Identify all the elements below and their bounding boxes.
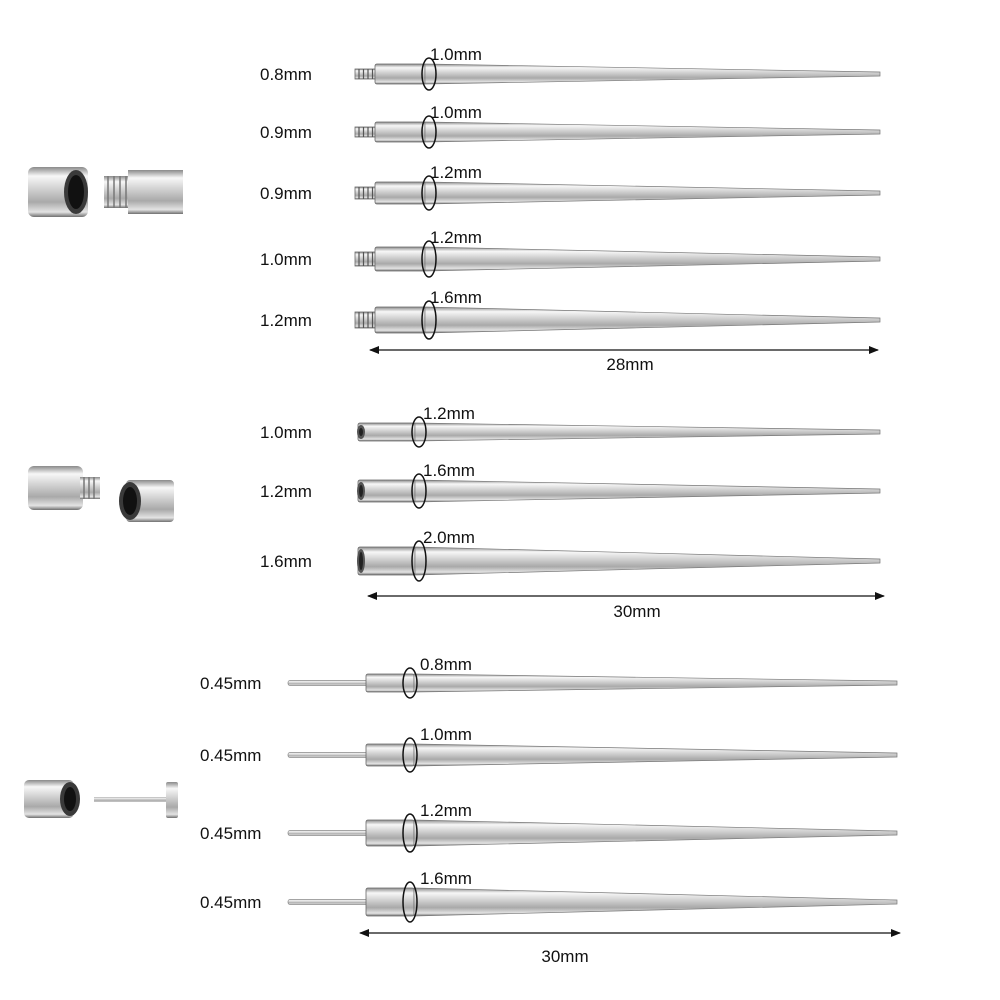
ring-size-label: 2.0mm <box>423 528 475 547</box>
ring-size-marker <box>402 881 418 923</box>
taper-item: 1.6mm 2.0mm <box>260 528 881 582</box>
end-gauge-label: 1.0mm <box>260 423 312 442</box>
ring-size-label: 1.6mm <box>423 461 475 480</box>
ring-size-marker <box>411 416 427 448</box>
end-gauge-label: 0.9mm <box>260 184 312 203</box>
taper-cone <box>424 63 881 85</box>
taper-item: 0.45mm 1.0mm <box>200 725 898 773</box>
taper-barrel <box>374 63 426 85</box>
taper-barrel <box>374 181 426 205</box>
ring-size-marker <box>411 473 427 509</box>
taper-cone <box>414 546 881 576</box>
taper-cone <box>413 673 898 693</box>
barrel-thread-hole <box>359 428 363 436</box>
ring-size-marker <box>402 667 418 699</box>
taper-item: 0.45mm 0.8mm <box>200 655 898 699</box>
end-gauge-label: 0.45mm <box>200 824 261 843</box>
thread-tip <box>354 68 378 80</box>
ring-size-label: 1.6mm <box>420 869 472 888</box>
pin <box>287 752 379 758</box>
ring-size-marker <box>402 813 418 853</box>
taper-barrel <box>365 887 415 917</box>
thread-tip <box>354 126 378 138</box>
ring-size-label: 1.0mm <box>430 45 482 64</box>
barrel-thread-hole <box>359 552 363 570</box>
taper-barrel <box>357 479 416 503</box>
thread-tip <box>354 251 378 267</box>
taper-barrel <box>365 673 415 693</box>
ring-size-label: 1.0mm <box>420 725 472 744</box>
taper-cone <box>414 422 881 442</box>
pin <box>287 830 379 836</box>
length-label: 30mm <box>541 947 588 966</box>
taper-barrel <box>374 121 426 143</box>
taper-item: 0.45mm 1.6mm <box>200 869 898 923</box>
thread-tip <box>354 311 378 329</box>
taper-cone <box>424 181 881 205</box>
taper-item: 1.2mm 1.6mm <box>260 288 881 340</box>
ring-size-marker <box>421 175 437 211</box>
ring-size-label: 1.0mm <box>430 103 482 122</box>
end-gauge-label: 0.45mm <box>200 746 261 765</box>
taper-item: 0.9mm 1.2mm <box>260 163 881 211</box>
ring-size-label: 1.6mm <box>430 288 482 307</box>
end-gauge-label: 1.2mm <box>260 311 312 330</box>
ring-size-label: 1.2mm <box>430 163 482 182</box>
taper-group-pin-insert: 0.45mm 0.8mm 0.45mm 1.0mm 0.45mm 1.2mm 0.45mm 1… <box>200 655 901 966</box>
barrel-thread-hole <box>359 485 363 497</box>
taper-group-internal-thread: 1.0mm 1.2mm 1.2mm 1.6mm 1.6mm 2.0mm 30mm <box>260 404 885 621</box>
end-gauge-label: 0.45mm <box>200 893 261 912</box>
ring-size-marker <box>411 540 427 582</box>
taper-item: 0.9mm 1.0mm <box>260 103 881 149</box>
taper-barrel <box>374 306 426 334</box>
end-gauge-label: 1.2mm <box>260 482 312 501</box>
taper-barrel <box>365 743 415 767</box>
ring-size-marker <box>421 300 437 340</box>
taper-cone <box>424 246 881 272</box>
end-gauge-label: 1.0mm <box>260 250 312 269</box>
taper-item: 1.2mm 1.6mm <box>260 461 881 509</box>
taper-cone <box>413 743 898 767</box>
taper-item: 1.0mm 1.2mm <box>260 404 881 448</box>
end-gauge-label: 0.8mm <box>260 65 312 84</box>
taper-barrel <box>365 819 415 847</box>
taper-barrel <box>357 422 416 442</box>
thumbnail-threaded-connector <box>28 167 183 217</box>
pin <box>287 680 379 686</box>
taper-cone <box>424 306 881 334</box>
taper-group-threaded-tip: 0.8mm 1.0mm 0.9mm 1.0mm 0.9mm 1.2mm 1.0mm 1.2mm… <box>260 45 881 374</box>
taper-cone <box>414 479 881 503</box>
taper-barrel <box>357 546 416 576</box>
pin <box>287 899 379 905</box>
ring-size-label: 1.2mm <box>430 228 482 247</box>
taper-item: 0.8mm 1.0mm <box>260 45 881 91</box>
taper-cone <box>413 819 898 847</box>
end-gauge-label: 1.6mm <box>260 552 312 571</box>
taper-barrel <box>374 246 426 272</box>
length-label: 28mm <box>606 355 653 374</box>
taper-item: 1.0mm 1.2mm <box>260 228 881 278</box>
ring-size-marker <box>421 115 437 149</box>
ring-size-label: 0.8mm <box>420 655 472 674</box>
end-gauge-label: 0.45mm <box>200 674 261 693</box>
thumbnail-internal-thread <box>28 466 174 522</box>
ring-size-marker <box>421 57 437 91</box>
taper-cone <box>413 887 898 917</box>
thread-tip <box>354 186 378 200</box>
thumbnail-pin-insert <box>24 780 178 818</box>
end-gauge-label: 0.9mm <box>260 123 312 142</box>
taper-item: 0.45mm 1.2mm <box>200 801 898 853</box>
ring-size-label: 1.2mm <box>423 404 475 423</box>
taper-cone <box>424 121 881 143</box>
length-label: 30mm <box>613 602 660 621</box>
ring-size-marker <box>402 737 418 773</box>
ring-size-label: 1.2mm <box>420 801 472 820</box>
ring-size-marker <box>421 240 437 278</box>
